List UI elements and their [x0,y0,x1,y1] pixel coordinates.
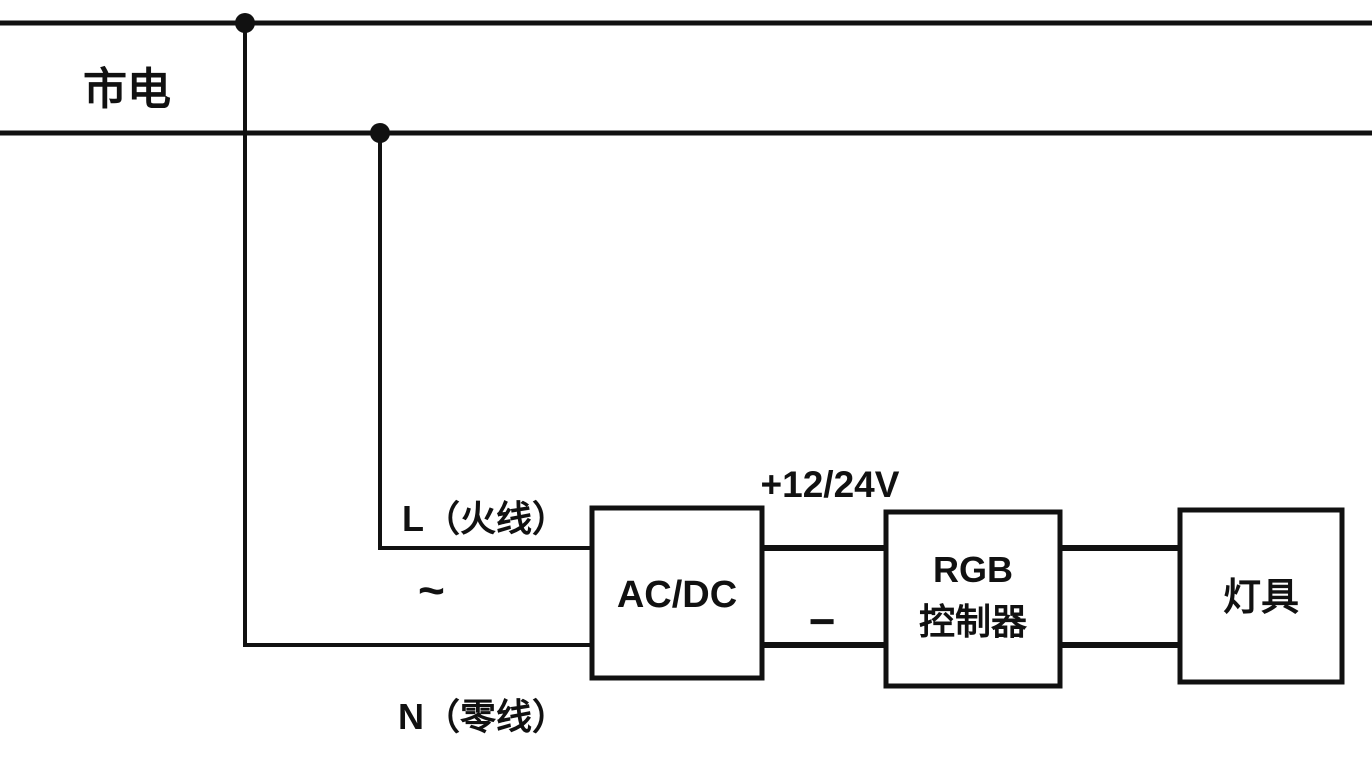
live-label: L（火线） [402,498,568,539]
lamp-label: 灯具 [1223,577,1299,619]
ac-symbol: ~ [418,564,445,616]
rgb-controller-box [883,509,1063,689]
voltage-label: +12/24V [761,464,900,505]
neutral-wire-path [243,23,592,647]
neutral-label: N（零线） [398,696,568,737]
live-wire-path [378,133,592,550]
acdc-label: AC/DC [617,574,737,616]
rgb-label-line1: RGB [933,549,1013,590]
lamp-box [1177,507,1345,685]
rgb-label-line2: 控制器 [919,601,1028,642]
acdc-box [589,505,765,681]
minus-label: − [809,595,836,647]
mains-label: 市电 [83,65,171,114]
